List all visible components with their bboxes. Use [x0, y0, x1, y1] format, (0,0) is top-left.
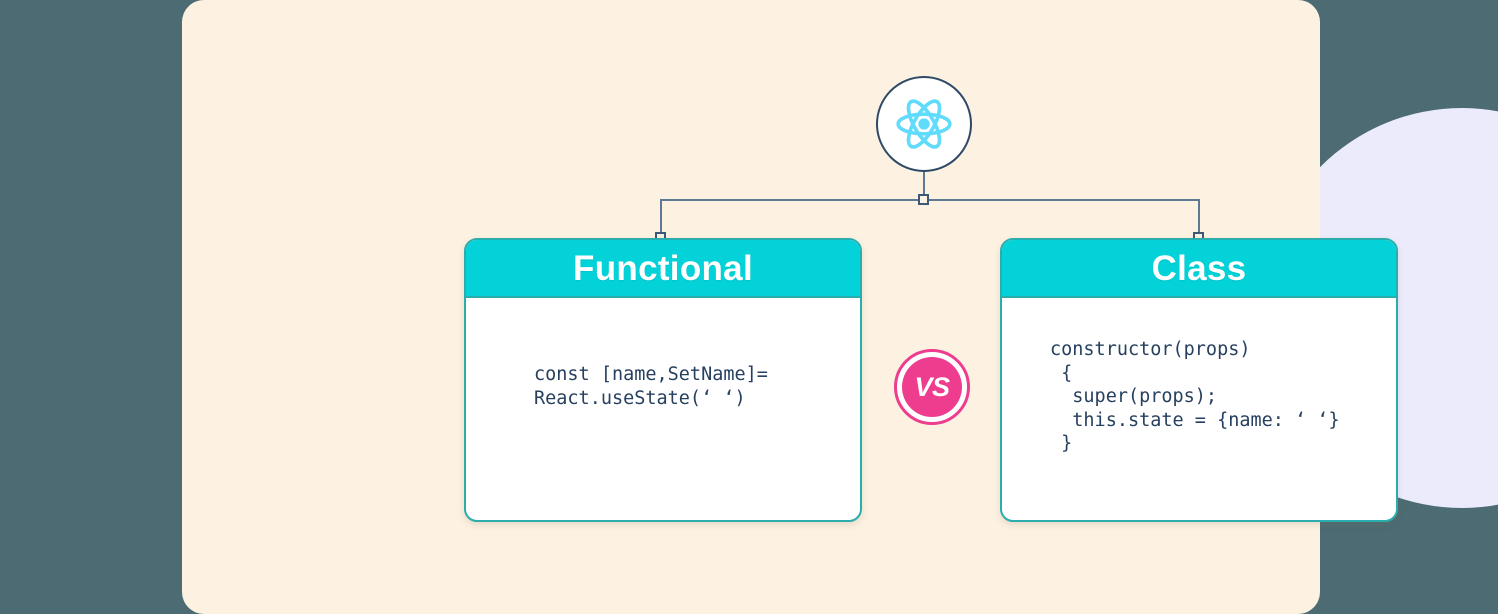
vs-badge: VS [894, 349, 970, 425]
card-functional-header: Functional [466, 240, 860, 298]
card-class-title: Class [1151, 248, 1247, 288]
connector-node-junction[interactable] [918, 194, 929, 205]
card-class-header: Class [1002, 240, 1396, 298]
card-functional[interactable]: Functional const [name,SetName]= React.u… [464, 238, 862, 522]
connector-line-left [660, 199, 662, 239]
content-panel: Functional const [name,SetName]= React.u… [182, 0, 1398, 614]
react-logo-node[interactable] [876, 76, 972, 172]
card-class-body: constructor(props) { super(props); this.… [1002, 298, 1396, 520]
connector-line-horizontal [660, 199, 1200, 201]
card-class[interactable]: Class constructor(props) { super(props);… [1000, 238, 1398, 522]
card-functional-code: const [name,SetName]= React.useState(‘ ‘… [534, 364, 768, 409]
vs-badge-inner: VS [902, 357, 962, 417]
connector-line-right [1198, 199, 1200, 239]
vs-badge-label: VS [914, 371, 950, 402]
card-functional-body: const [name,SetName]= React.useState(‘ ‘… [466, 298, 860, 520]
react-logo-icon [893, 96, 955, 152]
card-class-code: constructor(props) { super(props); this.… [1050, 339, 1340, 454]
card-functional-title: Functional [573, 248, 753, 288]
connector-line-root [923, 172, 925, 200]
